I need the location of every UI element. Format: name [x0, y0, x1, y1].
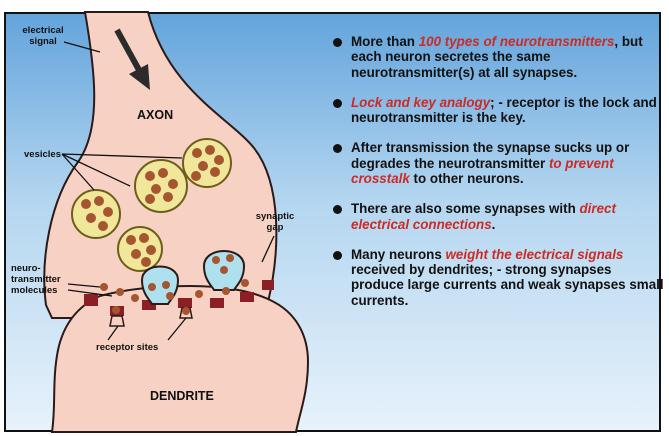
bullet-item: More than 100 types of neurotransmitters… [333, 34, 665, 80]
label-vesicles: vesicles [24, 150, 61, 161]
bullet-item: Lock and key analogy; - receptor is the … [333, 95, 665, 126]
label-receptor-sites: receptor sites [96, 343, 158, 354]
label-axon: AXON [137, 108, 173, 122]
bullet-item: There are also some synapses with direct… [333, 201, 665, 232]
label-synaptic-gap: synaptic gap [254, 212, 296, 234]
bullet-item: After transmission the synapse sucks up … [333, 140, 665, 186]
bullet-item: Many neurons weight the electrical signa… [333, 247, 665, 308]
label-electrical-signal: electrical signal [20, 26, 66, 48]
bullet-list: More than 100 types of neurotransmitters… [333, 34, 665, 323]
label-dendrite: DENDRITE [150, 389, 214, 403]
label-neurotransmitter-molecules: neuro- transmitter molecules [11, 264, 73, 297]
